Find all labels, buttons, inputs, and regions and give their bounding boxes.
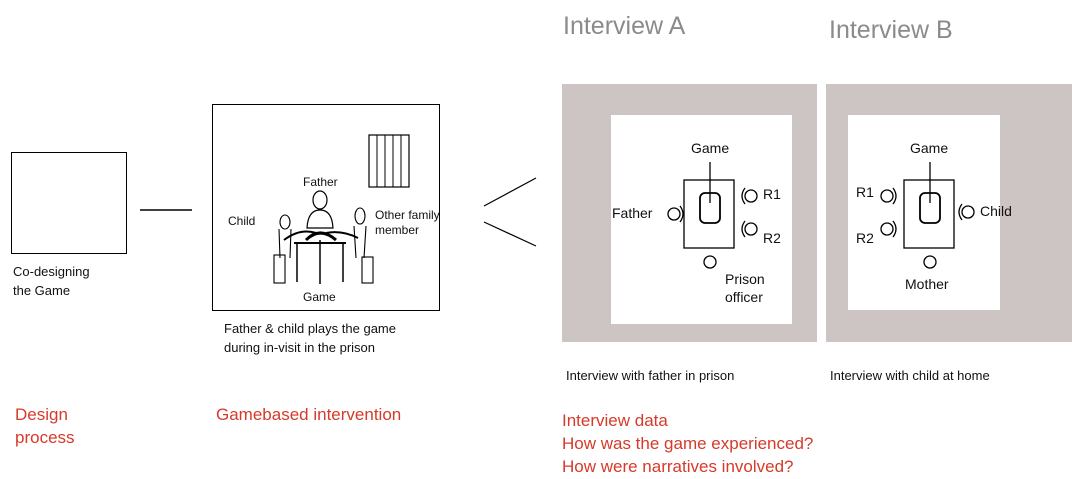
intervention-caption-line2: during in-visit in the prison	[224, 340, 376, 355]
interview-b-caption: Interview with child at home	[830, 368, 990, 383]
father-label: Father	[303, 175, 338, 189]
codesign-box	[11, 152, 127, 254]
interview-b-child-label: Child	[980, 203, 1012, 219]
interview-data-line2: How was the game experienced?	[562, 434, 814, 453]
interview-a-officer-label-line1: Prison	[725, 271, 765, 287]
intervention-caption-line1: Father & child plays the game	[224, 321, 396, 336]
child-label: Child	[228, 214, 256, 228]
interview-a-r1-label: R1	[763, 186, 781, 202]
interview-a-r2-label: R2	[763, 230, 781, 246]
interview-data-line1: Interview data	[562, 411, 668, 430]
codesign-caption-line1: Co-designing	[13, 264, 90, 279]
intervention-section-label: Gamebased intervention	[216, 405, 402, 424]
interview-a-officer-label-line2: officer	[725, 289, 763, 305]
interview-a-caption: Interview with father in prison	[566, 368, 735, 383]
other-family-label-line1: Other family	[375, 208, 440, 222]
interview-b-title: Interview B	[829, 16, 953, 44]
interview-a-game-label: Game	[691, 140, 730, 156]
design-process-label-line2: process	[15, 428, 75, 447]
interview-b-mother-label: Mother	[905, 276, 949, 292]
interview-b-r2-label: R2	[856, 230, 874, 246]
interview-a-title: Interview A	[563, 12, 686, 40]
interview-b-r1-label: R1	[856, 184, 874, 200]
game-label: Game	[303, 290, 336, 304]
design-process-label-line1: Design	[15, 405, 68, 424]
interview-b-game-label: Game	[910, 140, 949, 156]
interview-data-line3: How were narratives involved?	[562, 457, 794, 476]
other-family-label-line2: member	[375, 223, 420, 237]
codesign-caption-line2: the Game	[13, 283, 71, 298]
interview-a-father-label: Father	[612, 205, 653, 221]
